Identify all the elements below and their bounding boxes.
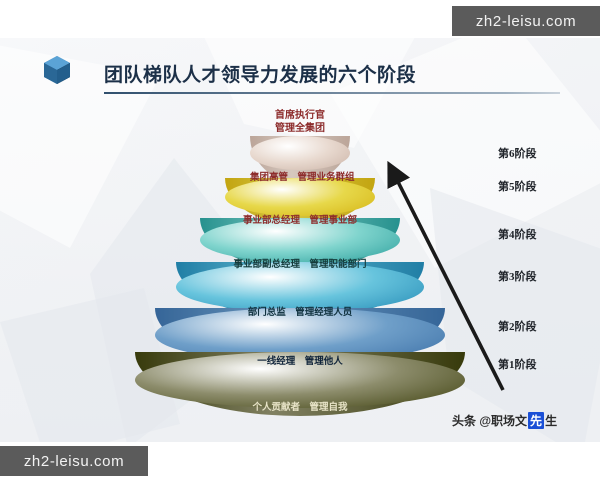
pyramid-tier: 部门总监 管理经理人员 — [176, 262, 424, 319]
pyramid-tier: 事业部总经理 管理事业部 — [225, 178, 375, 226]
toutiao-prefix: 头条 @职场文 — [452, 414, 528, 428]
stage-label-6: 第6阶段 — [498, 148, 537, 160]
toutiao-suffix: 生 — [545, 414, 558, 428]
title-divider — [104, 92, 560, 94]
ceo-caption-line1: 首席执行官 — [275, 110, 325, 121]
toutiao-badge: 先 — [528, 412, 545, 429]
stage-label-5: 第5阶段 — [498, 181, 537, 193]
stage-label-4: 第4阶段 — [498, 229, 537, 241]
tier-top — [225, 178, 375, 216]
page-title: 团队梯队人才领导力发展的六个阶段 — [104, 65, 417, 86]
stage-label-2: 第2阶段 — [498, 321, 537, 333]
tier-label: 部门总监 管理经理人员 — [247, 307, 353, 318]
stage-label-1: 第1阶段 — [498, 359, 537, 371]
tier-top — [176, 262, 424, 312]
watermark-bottom-left: zh2-leisu.com — [0, 446, 148, 476]
tier-top — [200, 218, 400, 262]
pyramid-tier: 个人贡献者 管理自我 — [135, 352, 465, 416]
pyramid-chart: 集团高管 管理业务群组事业部总经理 管理事业部事业部副总经理 管理职能部门部门总… — [135, 136, 465, 416]
tier-label: 一线经理 管理他人 — [257, 356, 343, 367]
tier-label: 集团高管 管理业务群组 — [250, 172, 355, 183]
tier-label: 个人贡献者 管理自我 — [252, 402, 348, 413]
watermark-top-right: zh2-leisu.com — [452, 6, 600, 36]
pyramid-tier: 集团高管 管理业务群组 — [250, 136, 355, 183]
pyramid-tier: 事业部副总经理 管理职能部门 — [200, 218, 400, 270]
blue-cube-icon — [44, 56, 70, 84]
tier-top — [250, 136, 350, 170]
stage-label-3: 第3阶段 — [498, 271, 537, 283]
toutiao-attribution: 头条 @职场文先生 — [452, 412, 557, 429]
tier-label: 事业部副总经理 管理职能部门 — [233, 259, 367, 270]
tier-label: 事业部总经理 管理事业部 — [242, 215, 357, 226]
ceo-caption-line2: 管理全集团 — [275, 123, 325, 134]
